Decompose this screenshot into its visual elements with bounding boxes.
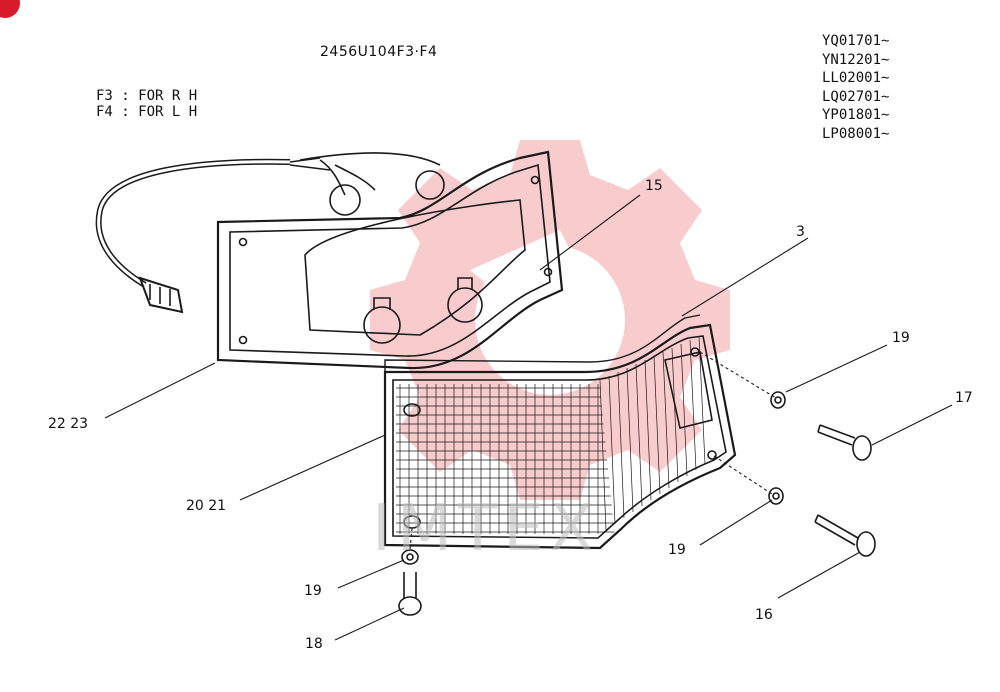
lamp-lens [383, 314, 737, 550]
lens-grid-line [698, 335, 706, 465]
serial-item: LQ02701∼ [822, 88, 890, 105]
screw-17 [770, 391, 872, 461]
callout-19-top: 19 [892, 330, 910, 346]
callout-22-23: 22 23 [48, 416, 89, 432]
lens-grid [396, 335, 706, 534]
screw-16 [768, 487, 876, 557]
lamp-housing [216, 150, 564, 370]
watermark-gear-icon [370, 140, 730, 500]
callout-20-21: 20 21 [186, 498, 227, 514]
corner-badge [0, 0, 20, 18]
lens-grid-line [653, 355, 661, 495]
lens-grid-line [680, 343, 688, 477]
callout-19-right: 19 [668, 542, 686, 558]
serial-item: LP08001∼ [822, 125, 890, 142]
callout-19-bottom: 19 [304, 583, 322, 599]
lens-grid-line [671, 347, 679, 483]
diagram-title: 2456U104F3·F4 [320, 44, 438, 60]
lens-grid-line [626, 367, 634, 513]
lens-grid-line [608, 375, 616, 525]
wire-harness [95, 152, 441, 288]
variant-notes: F3 : FOR R H F4 : FOR L H [96, 88, 197, 120]
screw-18 [398, 549, 422, 616]
serial-item: YP01801∼ [822, 107, 890, 124]
serial-item: YQ01701∼ [822, 33, 890, 49]
lens-grid-line [599, 379, 607, 531]
note-f4: F4 : FOR L H [96, 104, 198, 120]
lens-grid-line [635, 363, 643, 507]
watermark-text: IMTEX [372, 492, 600, 566]
note-f3: F3 : FOR R H [96, 88, 198, 104]
lens-grid-line [662, 351, 670, 489]
serial-list: YQ01701∼ YN12201∼ LL02001∼ LQ02701∼ YP01… [822, 32, 889, 144]
part-outlines [95, 150, 953, 641]
callout-18: 18 [305, 636, 323, 652]
connector [138, 276, 184, 314]
callout-3: 3 [796, 224, 805, 240]
serial-item: YN12201∼ [822, 51, 890, 68]
lens-grid-line [689, 339, 697, 471]
callout-16: 16 [755, 607, 773, 623]
callout-17: 17 [955, 390, 973, 406]
serial-item: LL02001∼ [822, 70, 890, 87]
callout-15: 15 [645, 178, 663, 194]
lens-grid-line [617, 371, 625, 519]
leader-lines [104, 194, 953, 641]
lens-grid-line [644, 359, 652, 501]
